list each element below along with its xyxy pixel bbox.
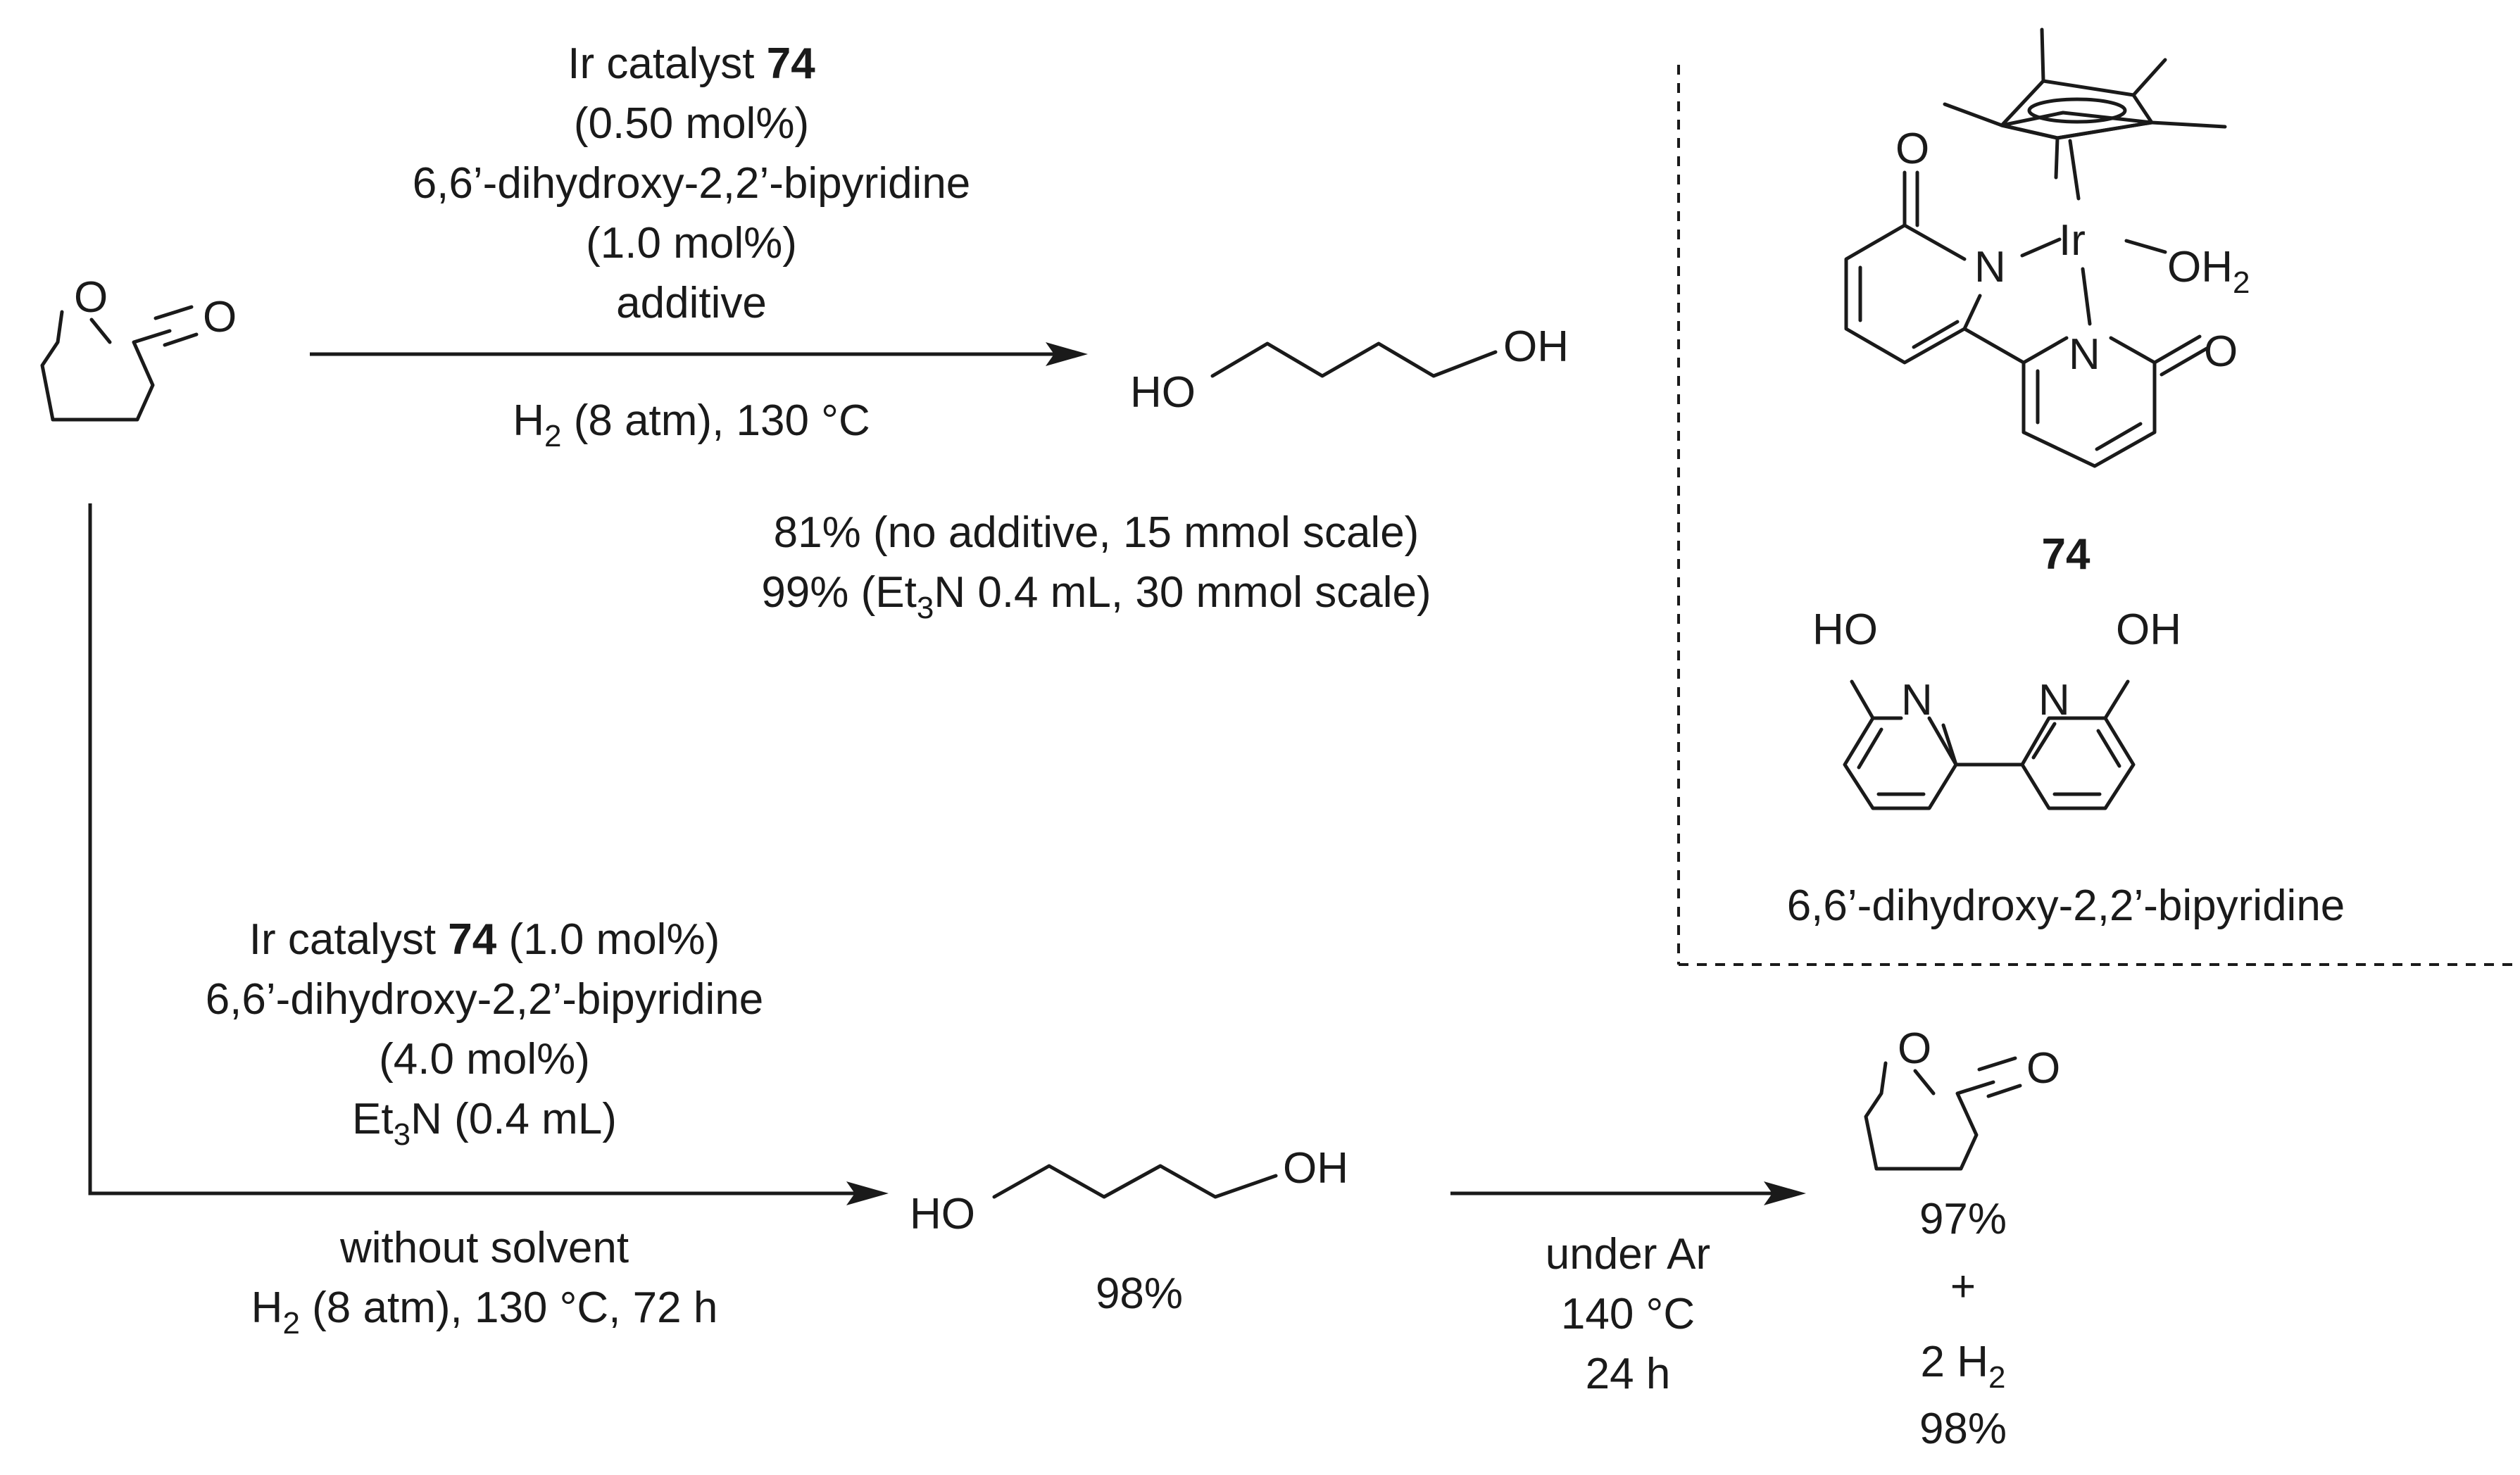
top-catalyst-loading: (0.50 mol%) [574, 99, 809, 148]
bdo-bottom-ho: HO [910, 1190, 975, 1238]
catalyst-74-structure: O N Ir OH2 N O 74 [1844, 27, 2250, 579]
catalyst-number-ref-2: 74 [448, 915, 496, 964]
top-yield-et3n: 99% (Et3N 0.4 mL, 30 mmol scale) [761, 568, 1431, 625]
ligand-oh: OH [2116, 605, 2181, 654]
top-yield-no-additive: 81% (no additive, 15 mmol scale) [774, 508, 1419, 557]
dehydro-products: 97% + 2 H2 98% [1919, 1195, 2007, 1453]
catalyst-ir: Ir [2059, 216, 2086, 265]
ligand-ho: HO [1812, 605, 1878, 654]
dehydro-time: 24 h [1586, 1350, 1671, 1398]
top-ligand: 6,6’-dihydroxy-2,2’-bipyridine [413, 159, 971, 208]
bdo-bottom-yield: 98% [1096, 1269, 1183, 1318]
gbl-product: O O [1864, 1024, 2060, 1171]
bottom-ligand-loading: (4.0 mol%) [379, 1035, 590, 1084]
top-conditions: Ir catalyst 74 (0.50 mol%) 6,6’-dihydrox… [413, 39, 971, 453]
h2-product: 2 H2 [1921, 1338, 2006, 1395]
ligand-name-label: 6,6’-dihydroxy-2,2’-bipyridine [1787, 881, 2345, 930]
h2-yield: 98% [1919, 1405, 2007, 1453]
top-reaction-arrow [310, 342, 1088, 366]
dehydro-atmosphere: under Ar [1546, 1230, 1710, 1279]
dehydrogenation-conditions: under Ar 140 °C 24 h [1546, 1230, 1710, 1398]
bottom-base: Et3N (0.4 mL) [352, 1095, 617, 1152]
bdo-top-oh: OH [1503, 322, 1569, 371]
gbl-product-carbonyl-oxygen: O [2026, 1044, 2060, 1093]
catalyst-74-label: 74 [2042, 530, 2090, 579]
bipyridine-ligand-structure: HO N N OH 6,6’-dihydroxy-2,2’-bipyridine [1787, 605, 2345, 930]
top-additive: additive [616, 279, 767, 327]
bottom-conditions: Ir catalyst 74 (1.0 mol%) 6,6’-dihydroxy… [206, 915, 764, 1341]
bottom-h2-conditions: H2 (8 atm), 130 °C, 72 h [251, 1283, 718, 1341]
gbl-product-ring-oxygen: O [1898, 1024, 1931, 1073]
dehydrogenation-arrow [1450, 1181, 1806, 1205]
gbl-carbonyl-oxygen: O [203, 293, 237, 341]
structure-box-border [1677, 65, 2514, 966]
top-catalyst-line: Ir catalyst 74 [568, 39, 815, 88]
bdo-bottom-oh: OH [1283, 1144, 1348, 1193]
ligand-n-left: N [1901, 676, 1933, 724]
ligand-n-right: N [2038, 676, 2070, 724]
gbl-ring-oxygen: O [74, 273, 108, 322]
catalyst-number-ref: 74 [767, 39, 815, 88]
plus-sign: + [1950, 1262, 1976, 1311]
bdo-product-bottom: HO OH 98% [910, 1144, 1348, 1318]
top-yields: 81% (no additive, 15 mmol scale) 99% (Et… [761, 508, 1431, 625]
bdo-product-top: HO OH [1130, 322, 1569, 417]
catalyst-carbonyl-o-2: O [2204, 327, 2238, 376]
dehydro-temperature: 140 °C [1561, 1290, 1695, 1338]
top-ligand-loading: (1.0 mol%) [586, 219, 797, 268]
catalyst-carbonyl-o-1: O [1895, 125, 1929, 173]
bottom-solvent: without solvent [339, 1224, 629, 1272]
bdo-top-ho: HO [1130, 368, 1196, 417]
top-h2-conditions: H2 (8 atm), 130 °C [513, 396, 870, 453]
bottom-reaction-arrow [88, 503, 889, 1205]
bottom-catalyst-line: Ir catalyst 74 (1.0 mol%) [249, 915, 720, 964]
bottom-ligand: 6,6’-dihydroxy-2,2’-bipyridine [206, 975, 764, 1024]
catalyst-aqua-ligand: OH2 [2167, 243, 2250, 300]
catalyst-n-2: N [2069, 330, 2100, 379]
gbl-product-yield: 97% [1919, 1195, 2007, 1243]
catalyst-n-1: N [1974, 243, 2006, 291]
gbl-starting-material: O O [40, 273, 237, 422]
